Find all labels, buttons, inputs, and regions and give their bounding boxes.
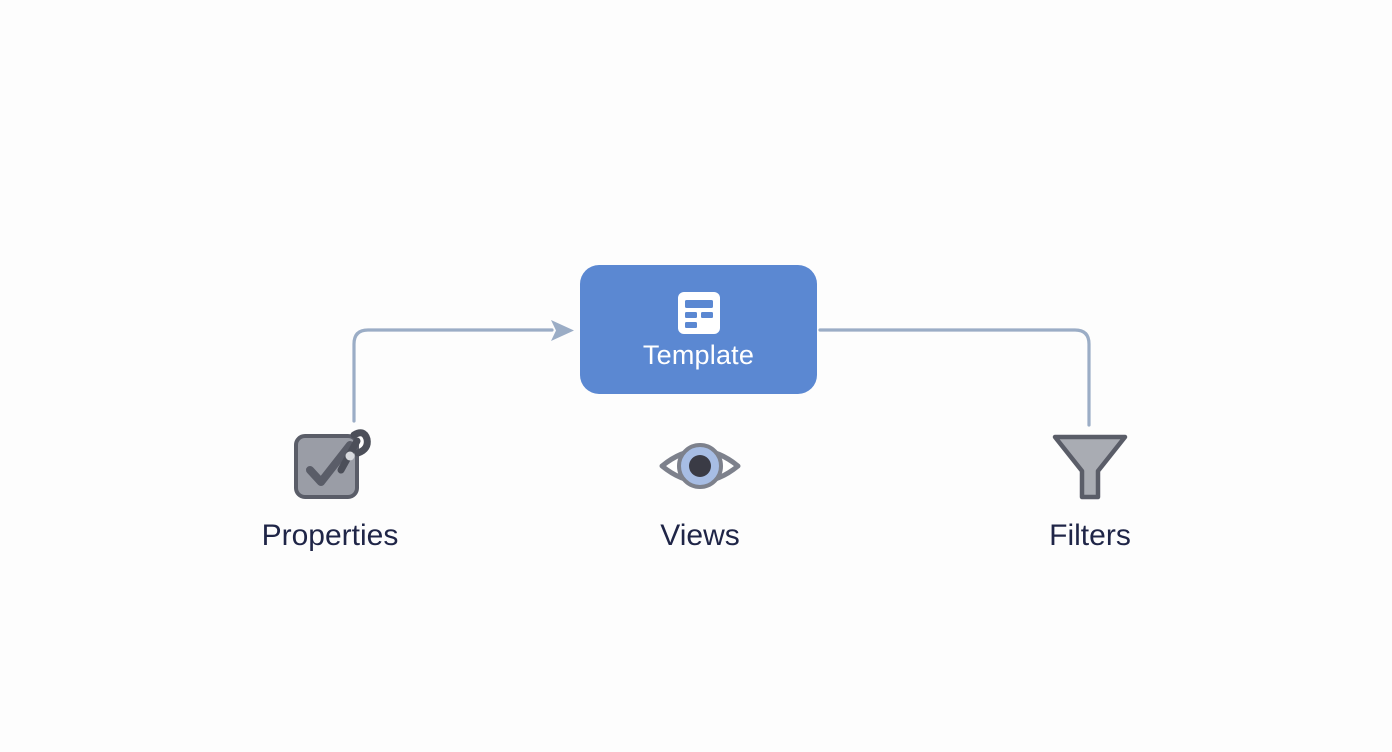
node-properties[interactable]: Properties	[210, 425, 450, 551]
template-node-label: Template	[642, 340, 755, 370]
node-views-label: Views	[660, 519, 740, 552]
node-filters-label: Filters	[1049, 519, 1131, 552]
node-filters[interactable]: Filters	[970, 425, 1210, 551]
node-views[interactable]: Views	[580, 425, 820, 551]
checkbox-pen-icon	[294, 429, 371, 499]
properties-icon-wrap	[288, 425, 372, 507]
funnel-icon	[1052, 434, 1128, 500]
views-icon-wrap	[657, 425, 743, 507]
template-layout-icon	[677, 292, 720, 334]
eye-icon	[659, 443, 741, 489]
connector-properties-to-template	[352, 328, 554, 423]
node-properties-label: Properties	[261, 519, 399, 552]
filters-icon-wrap	[1048, 425, 1132, 507]
connector-template-to-filters	[818, 328, 1091, 427]
arrowhead-icon	[551, 320, 574, 341]
template-node[interactable]: Template	[580, 265, 817, 394]
